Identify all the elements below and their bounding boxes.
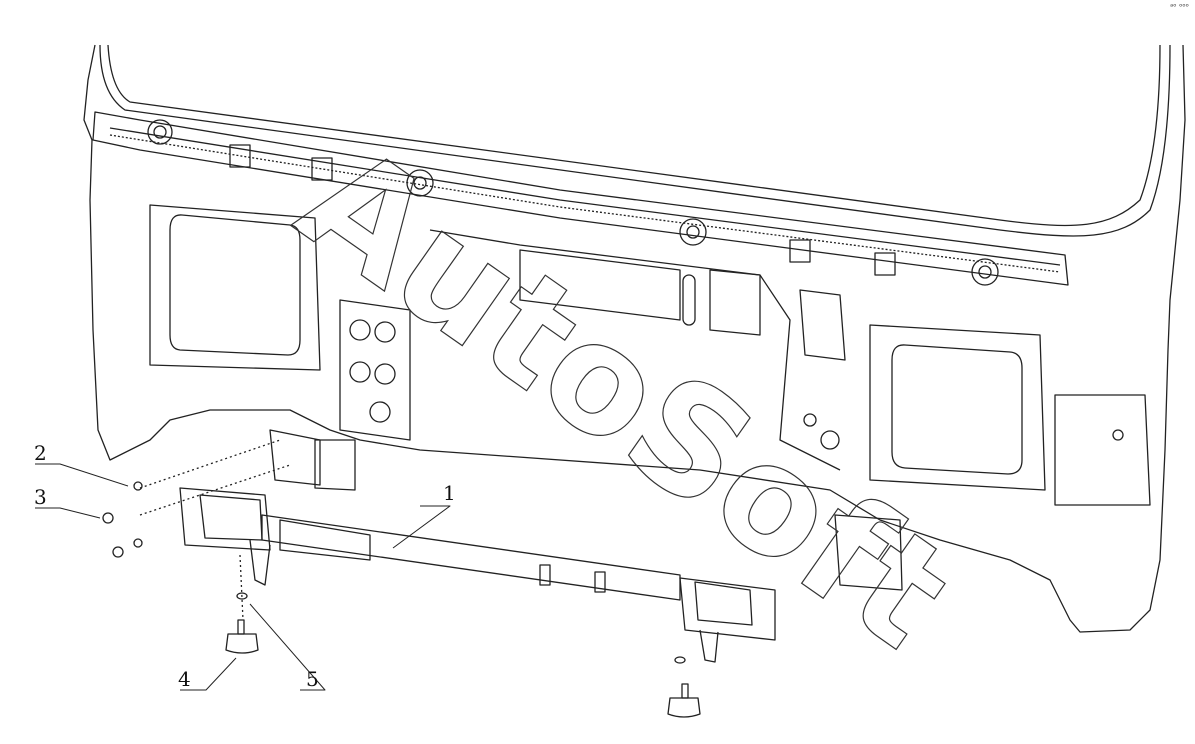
corner-mark: ᵃᵒ ᵒᵒᵒ [1170,2,1189,11]
rubber-mounts [225,619,701,718]
cab-rear-panel [83,44,1186,633]
rail-grommets [147,119,999,286]
callout-2: 2 [34,441,47,465]
right-panel-bracket [834,514,903,591]
callout-4: 4 [178,667,191,691]
assembly-lines [139,439,291,621]
window-opening [99,44,1171,237]
crossmember [179,487,776,663]
callout-5: 5 [306,667,319,691]
left-panel-window [169,214,301,356]
nuts [102,481,143,558]
washer [236,592,248,600]
upper-rail [92,111,1069,286]
right-panel-window [891,344,1023,475]
rail-clips [229,144,896,276]
center-recess [519,249,681,321]
watermark: AutoSoft [269,112,980,682]
left-panel-bracket [269,429,321,486]
leader-lines [35,463,451,691]
callout-1: 1 [443,481,456,505]
callout-3: 3 [34,485,47,509]
